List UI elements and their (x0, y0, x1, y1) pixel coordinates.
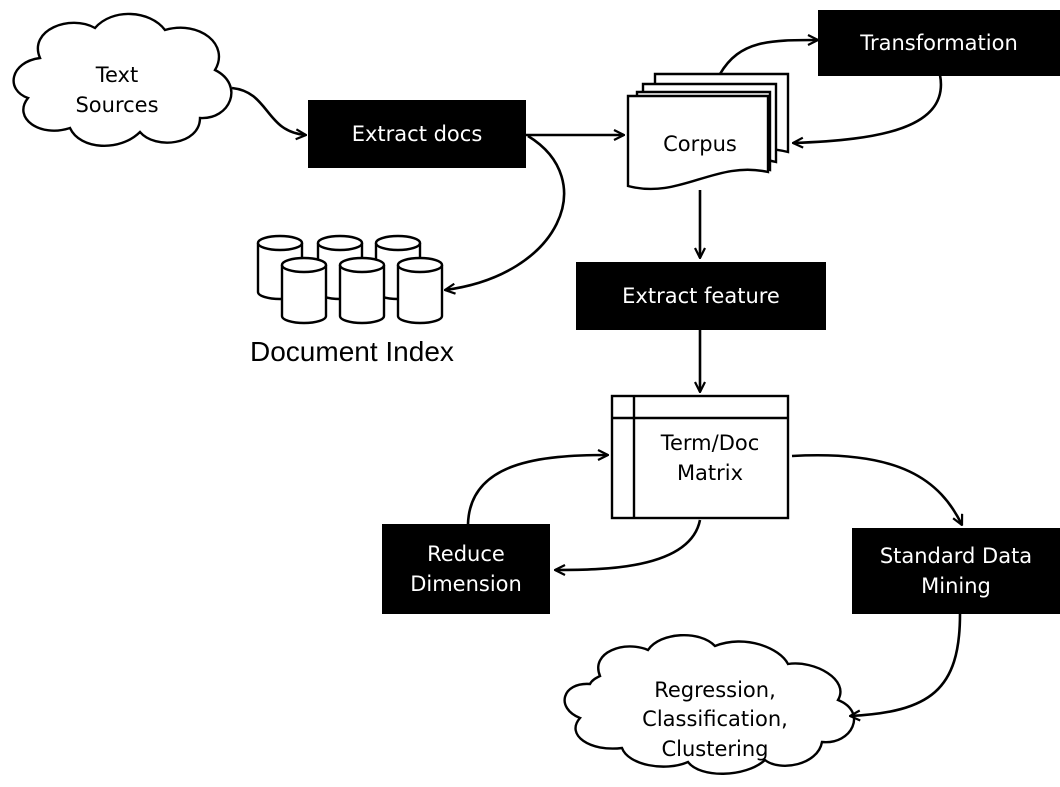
standard-data-mining-box: Standard Data Mining (852, 528, 1060, 614)
standard-data-mining-label-line1: Standard Data (879, 543, 1033, 568)
extract-feature-label: Extract feature (622, 283, 780, 308)
extract-feature-box: Extract feature (576, 262, 826, 330)
standard-data-mining-label-line2: Mining (921, 574, 991, 598)
document-index-label: Document Index (250, 336, 454, 367)
text-sources-label-line1: Text (95, 63, 139, 87)
arrow-reduce-to-matrix (466, 455, 608, 525)
corpus-docs-icon (626, 72, 790, 191)
results-label-line3: Clustering (661, 736, 769, 761)
text-sources-label: Text Sources (52, 60, 182, 121)
transformation-label: Transformation (860, 30, 1018, 55)
extract-docs-label: Extract docs (351, 121, 483, 146)
term-doc-matrix-label: Term/Doc Matrix (640, 428, 780, 489)
transformation-box: Transformation (818, 10, 1060, 76)
reduce-dimension-label-line1: Reduce (427, 541, 505, 566)
arrow-matrix-to-data-mining (791, 453, 962, 525)
document-index-database-icon (256, 234, 444, 325)
term-doc-matrix-label-line2: Matrix (676, 461, 744, 486)
results-label: Regression, Classification, Clustering (600, 676, 830, 764)
arrow-data-mining-to-results (850, 613, 962, 716)
reduce-dimension-box: Reduce Dimension (382, 524, 550, 614)
results-label-line1: Regression, (654, 678, 776, 702)
reduce-dimension-label-line2: Dimension (410, 572, 522, 596)
arrow-corpus-to-transformation (718, 40, 818, 75)
arrow-extract-docs-to-index (445, 134, 566, 290)
text-sources-label-line2: Sources (75, 93, 159, 118)
term-doc-matrix-icon (610, 394, 790, 520)
text-sources-cloud (12, 12, 233, 147)
arrow-sources-to-extract-docs (231, 86, 306, 135)
term-doc-matrix-label-line1: Term/Doc (660, 431, 760, 455)
corpus-label: Corpus (663, 132, 737, 156)
arrow-transformation-to-corpus (793, 74, 943, 143)
extract-docs-box: Extract docs (308, 100, 526, 168)
results-label-line2: Classification, (642, 707, 788, 732)
results-cloud (563, 634, 856, 775)
arrow-matrix-to-reduce (555, 519, 702, 570)
